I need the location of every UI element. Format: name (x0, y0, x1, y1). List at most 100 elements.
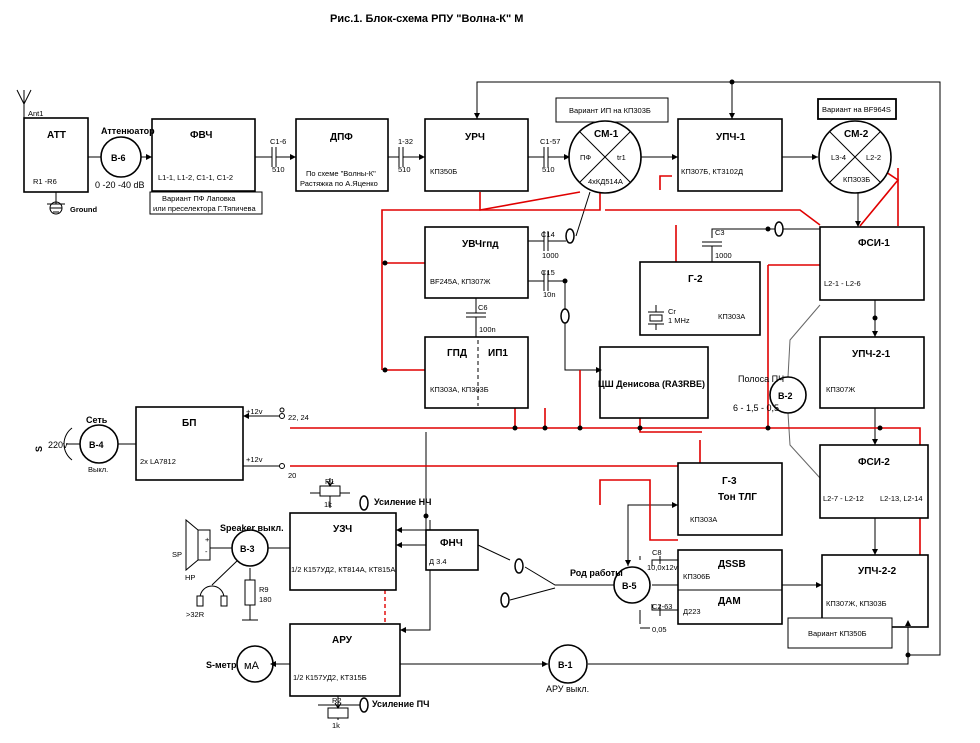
svg-text:+: + (205, 535, 210, 544)
s-label: S (34, 446, 44, 452)
svg-text:В-6: В-6 (111, 153, 126, 163)
attenuator-values: 0 -20 -40 dB (95, 180, 145, 190)
svg-text:УРЧ: УРЧ (465, 132, 485, 143)
svg-text:L2-7 - L2-12: L2-7 - L2-12 (823, 494, 864, 503)
svg-text:УПЧ-2-2: УПЧ-2-2 (858, 566, 897, 577)
block-fsi2: ФСИ-2 L2-7 - L2-12 L2-13, L2-14 (819, 444, 929, 519)
arrowheads (146, 113, 911, 667)
svg-text:4хКД514А: 4хКД514А (588, 177, 623, 186)
svg-text:ФСИ-1: ФСИ-1 (858, 238, 890, 249)
svg-text:510: 510 (542, 165, 555, 174)
block-g2: Г-2 Cr 1 MHz КП303А (639, 261, 761, 336)
svg-text:1k: 1k (324, 500, 332, 509)
resistor-r1[interactable] (319, 478, 341, 497)
switch-b4[interactable]: В-4 (79, 424, 119, 464)
svg-text:1/2 К157УД2, КТ315Б: 1/2 К157УД2, КТ315Б (293, 673, 367, 682)
svg-text:C3: C3 (715, 228, 725, 237)
svg-text:Вариант КП350Б: Вариант КП350Б (808, 629, 867, 638)
svg-text:ДSSB: ДSSB (718, 559, 746, 570)
diagram-title: Рис.1. Блок-схема РПУ "Волна-К" М (330, 13, 523, 25)
svg-text:10,0x12v: 10,0x12v (647, 563, 678, 572)
switch-b1[interactable]: В-1 (548, 644, 588, 684)
svg-text:КП303А, КП303Б: КП303А, КП303Б (430, 385, 489, 394)
svg-text:Д 3.4: Д 3.4 (429, 557, 447, 566)
block-att: АТТ R1 -R6 (23, 117, 89, 193)
svg-text:L2-2: L2-2 (866, 153, 881, 162)
svg-text:или преселектора Г.Тяпичева: или преселектора Г.Тяпичева (153, 204, 256, 213)
attenuator-label: Аттенюатор (101, 126, 155, 136)
coil-symbols (359, 221, 784, 713)
svg-text:Cr: Cr (668, 307, 676, 316)
svg-text:БП: БП (182, 418, 196, 429)
svg-text:R2: R2 (332, 696, 342, 705)
block-fvch-sub: L1-1, L1-2, C1-1, C1-2 (158, 173, 233, 182)
s-meter: мА (236, 645, 274, 683)
svg-text:ГПД: ГПД (447, 348, 467, 359)
svg-text:ЦШ Денисова (RA3RBE): ЦШ Денисова (RA3RBE) (598, 379, 705, 389)
switch-b5[interactable]: В-5 (613, 566, 651, 604)
svg-text:Д223: Д223 (683, 607, 701, 616)
mixer-cm1: СМ-1 ПФ tr1 4хКД514А (568, 120, 642, 194)
svg-text:180: 180 (259, 595, 272, 604)
svg-text:Вариант ИП на КП303Б: Вариант ИП на КП303Б (569, 106, 651, 115)
svg-text:SP: SP (172, 550, 182, 559)
svg-text:R1: R1 (325, 477, 335, 486)
svg-text:КП350Б: КП350Б (430, 167, 457, 176)
svg-text:В-5: В-5 (622, 581, 637, 591)
svg-text:10n: 10n (543, 290, 556, 299)
svg-text:ДПФ: ДПФ (330, 132, 353, 143)
svg-text:Г-2: Г-2 (688, 274, 703, 285)
svg-text:L3-4: L3-4 (831, 153, 846, 162)
svg-text:АРУ: АРУ (332, 635, 353, 646)
variant-bf-note: Вариант на BF964S (817, 98, 897, 120)
svg-text:Вариант на BF964S: Вариант на BF964S (822, 105, 891, 114)
svg-text:R9: R9 (259, 585, 269, 594)
svg-text:C15: C15 (541, 268, 555, 277)
svg-text:По схеме "Волны-К": По схеме "Волны-К" (306, 169, 376, 178)
antenna-label: Ant1 (28, 109, 43, 118)
s-meter-unit: мА (244, 660, 260, 672)
resistor-r2[interactable] (327, 696, 349, 719)
svg-text:220v: 220v (48, 440, 68, 450)
switch-b3[interactable]: В-3 (231, 529, 269, 567)
svg-text:Г-3: Г-3 (722, 476, 737, 487)
polosa-label: Полоса ПЧ (738, 374, 784, 384)
svg-text:510: 510 (398, 165, 411, 174)
svg-text:Тон ТЛГ: Тон ТЛГ (718, 492, 757, 503)
svg-text:-: - (205, 547, 208, 556)
block-dssb: ДSSB КП306Б ДАМ Д223 (677, 549, 783, 625)
svg-text:УПЧ-2-1: УПЧ-2-1 (852, 349, 891, 360)
block-g3: Г-3 Тон ТЛГ КП303А (677, 462, 783, 536)
svg-text:В-3: В-3 (240, 544, 255, 554)
svg-text:УВЧгпд: УВЧгпд (462, 239, 499, 250)
svg-text:КП306Б: КП306Б (683, 572, 710, 581)
rod-raboty-label: Род работы (570, 568, 623, 578)
svg-text:ДАМ: ДАМ (718, 596, 741, 607)
svg-text:0,05: 0,05 (652, 625, 667, 634)
svg-text:Вариант ПФ Лаповка: Вариант ПФ Лаповка (162, 194, 236, 203)
svg-text:1000: 1000 (542, 251, 559, 260)
svg-text:C14: C14 (541, 230, 555, 239)
svg-text:СМ-2: СМ-2 (844, 129, 869, 140)
svg-text:ПФ: ПФ (580, 153, 591, 162)
svg-text:tr1: tr1 (617, 153, 626, 162)
labels: Аттенюатор 0 -20 -40 dB C1-6 510 1-32 51… (34, 126, 784, 730)
variant-ip-note: Вариант ИП на КП303Б (555, 97, 669, 123)
svg-text:КП303А: КП303А (690, 515, 717, 524)
block-upch22: УПЧ-2-2 КП307Ж, КП303Б (821, 554, 929, 628)
block-dpf: ДПФ По схеме "Волны-К" Растяжка по А.Яце… (295, 118, 389, 192)
svg-text:C1-57: C1-57 (540, 137, 560, 146)
switch-b6[interactable]: В-6 (100, 136, 142, 178)
svg-text:КП307Ж, КП303Б: КП307Ж, КП303Б (826, 599, 887, 608)
polosa-values: 6 - 1,5 - 0,5 (733, 403, 779, 413)
variant-kp-note: Вариант КП350Б (787, 617, 893, 649)
variant-pf-note: Вариант ПФ Лаповка или преселектора Г.Тя… (149, 191, 263, 215)
svg-text:В-4: В-4 (89, 440, 104, 450)
switch-b2[interactable]: В-2 (769, 376, 807, 414)
svg-text:C2-63: C2-63 (652, 602, 672, 611)
set-label: Сеть (86, 415, 108, 425)
ground-label: Ground (70, 205, 97, 214)
svg-text:+12v: +12v (246, 455, 263, 464)
svg-text:КП303Б: КП303Б (843, 175, 870, 184)
